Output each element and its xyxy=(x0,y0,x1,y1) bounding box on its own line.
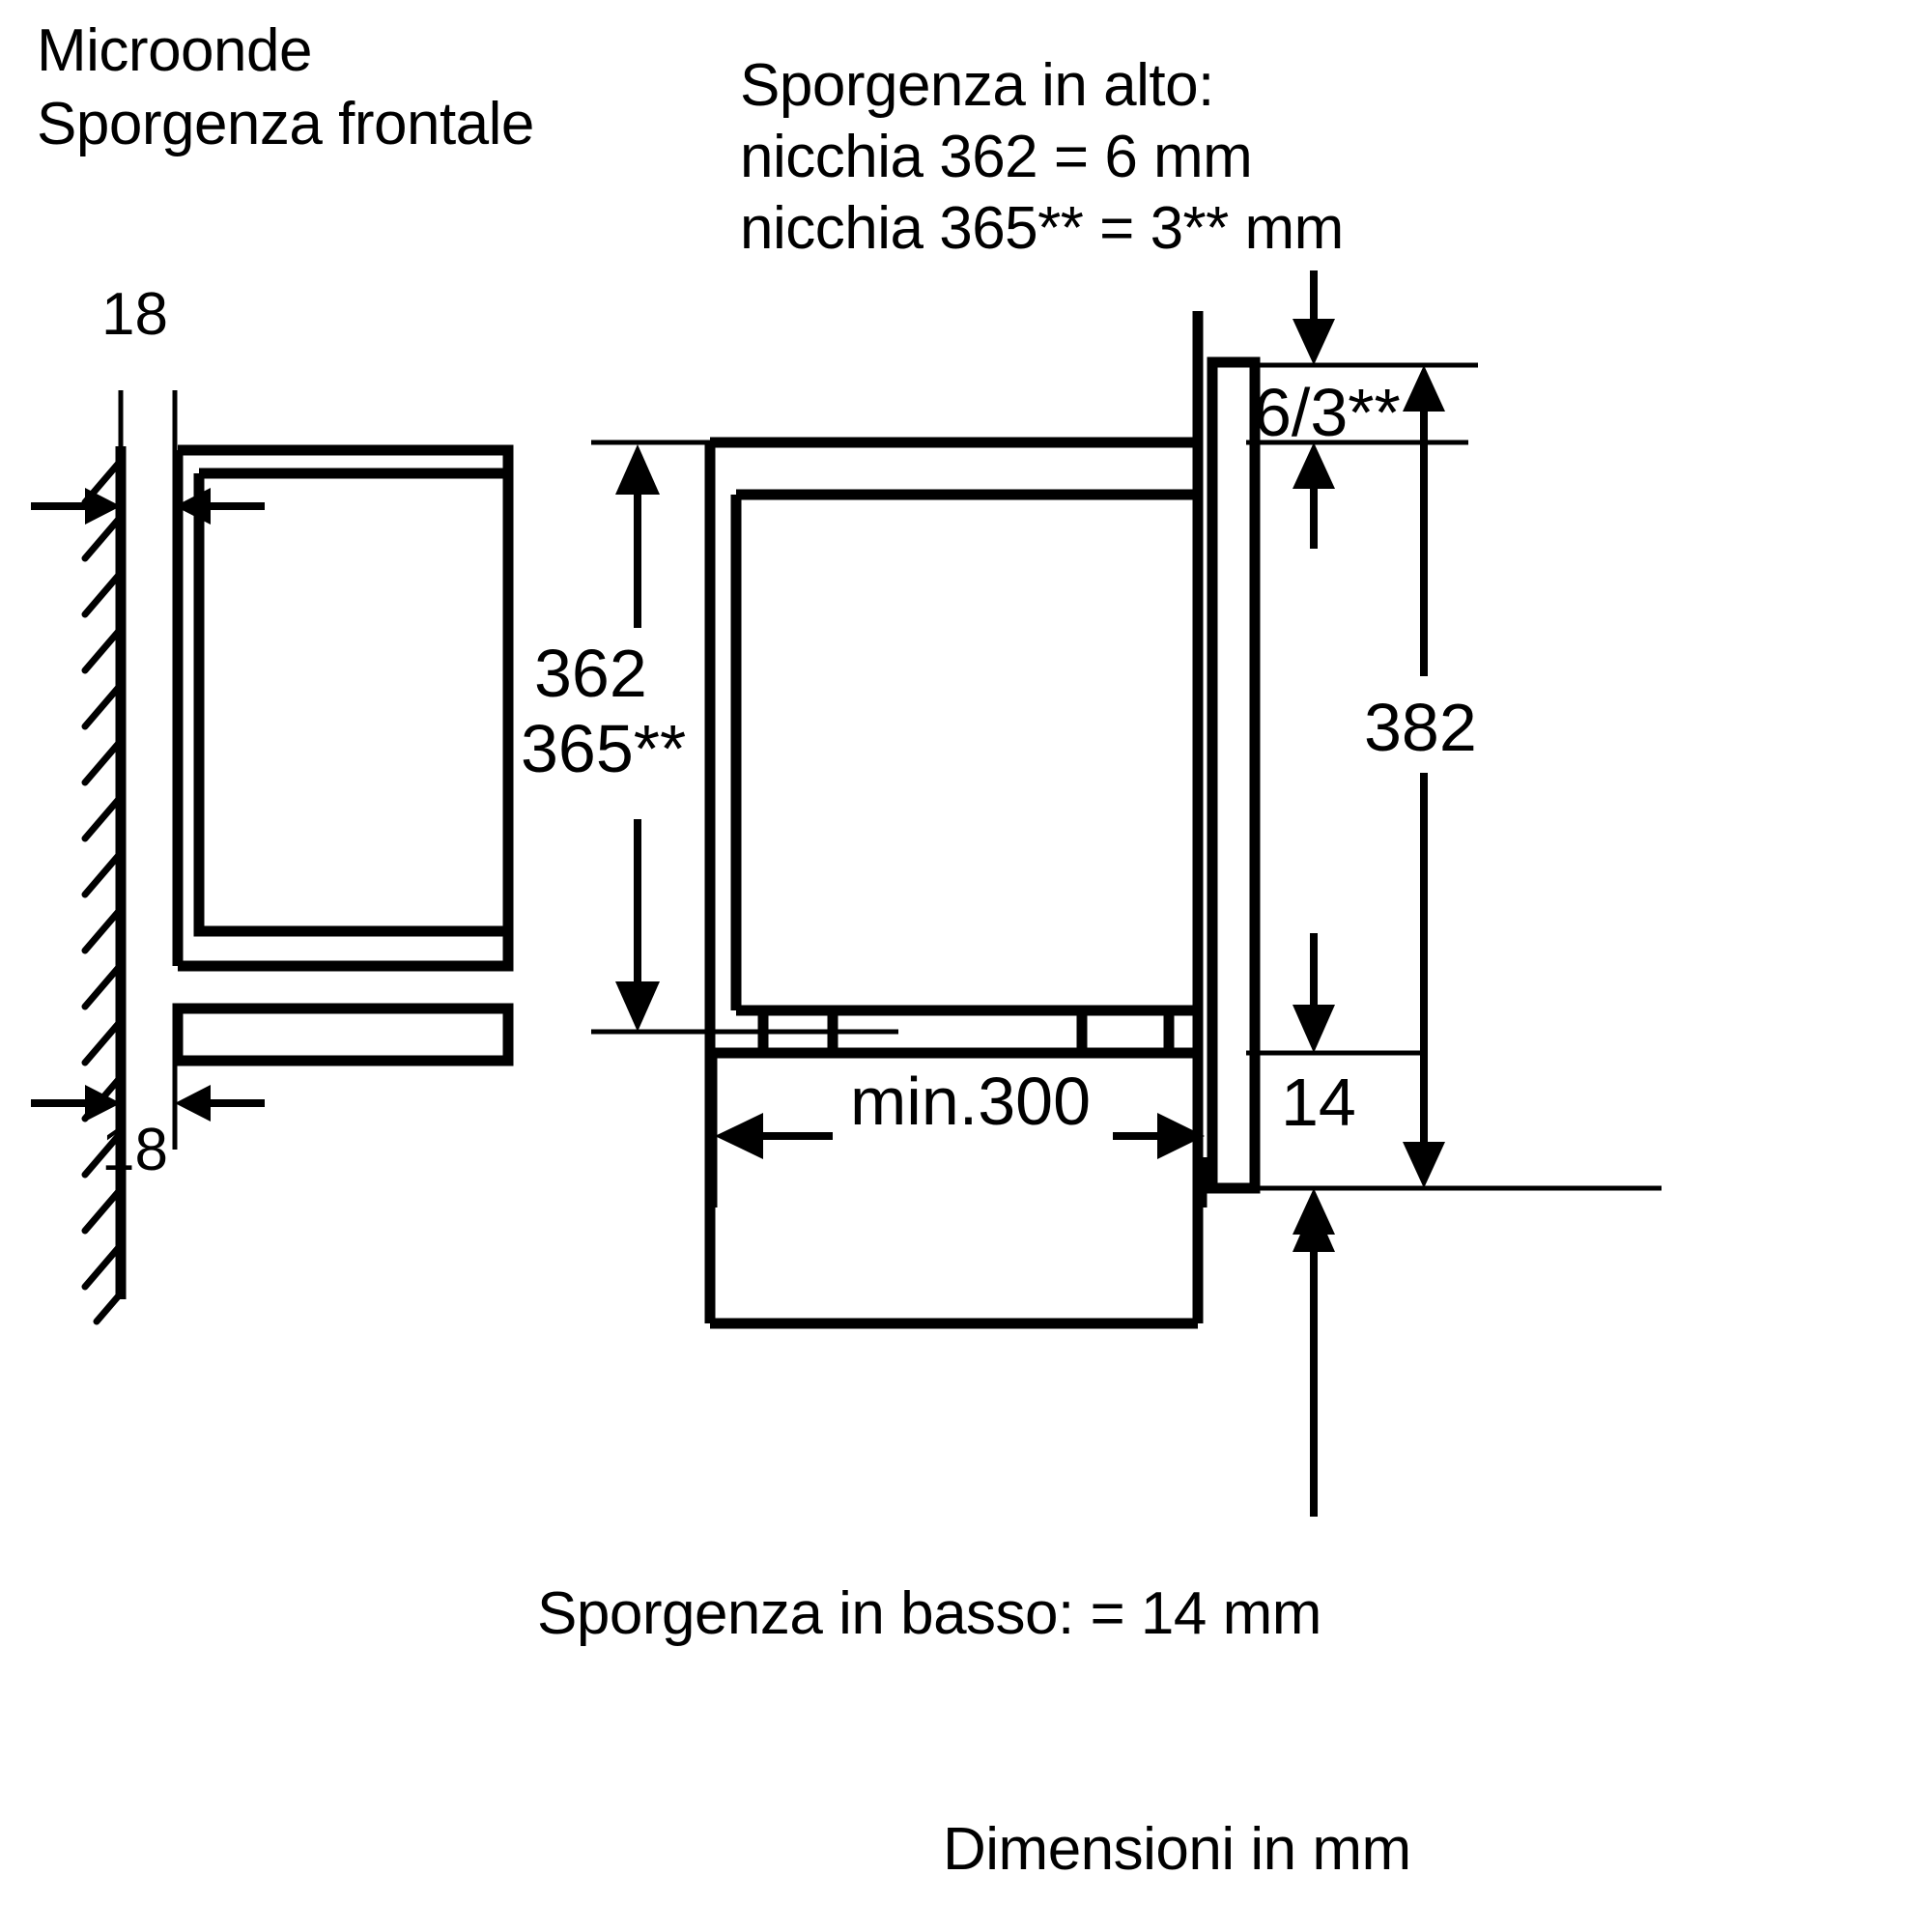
top-projection-note-line2: nicchia 362 = 6 mm xyxy=(740,124,1253,190)
left-view-group xyxy=(31,390,514,1325)
footnote-units: Dimensioni in mm xyxy=(943,1816,1411,1883)
dim-overall-height-label: 382 xyxy=(1364,690,1477,765)
dim-arrowhead-niche-up xyxy=(615,444,660,495)
page-title-line2: Sporgenza frontale xyxy=(37,91,534,157)
top-projection-note-line3: nicchia 365** = 3** mm xyxy=(740,195,1344,262)
dim-bottom-projection-label: 14 xyxy=(1281,1065,1356,1140)
page-title-line1: Microonde xyxy=(37,17,312,84)
dim-arrowhead-382-down xyxy=(1403,1142,1445,1188)
overall-height-dimension-group xyxy=(1246,365,1662,1191)
dim-arrowhead-min300-left xyxy=(715,1113,763,1159)
dim-front-gap-bottom-label: 18 xyxy=(101,1117,168,1183)
appliance-outer-outline-top xyxy=(178,444,514,972)
dim-arrowhead-min300-right xyxy=(1157,1113,1205,1159)
niche-height-dimension-group xyxy=(591,440,898,1035)
footnote-bottom-projection: Sporgenza in basso: = 14 mm xyxy=(537,1580,1321,1647)
dim-arrowhead-382-up xyxy=(1403,365,1445,412)
dim-niche-height-line2: 365** xyxy=(521,711,687,786)
appliance-door-panel xyxy=(1207,356,1261,1194)
appliance-inner-panel-outline xyxy=(193,473,508,937)
dim-top-projection-label: 6/3** xyxy=(1254,375,1401,450)
top-projection-dimension-group xyxy=(1246,270,1478,549)
appliance-feet-group xyxy=(710,1010,1201,1059)
dim-front-gap-top-label: 18 xyxy=(101,281,168,348)
bottom-note-callout-group xyxy=(1293,1204,1335,1517)
dim-arrowhead-14-down xyxy=(1293,1005,1335,1053)
dim-arrowhead-top-left xyxy=(85,488,121,525)
callout-arrowhead-bottom-note xyxy=(1293,1204,1335,1252)
callout-arrowhead-top-projection xyxy=(1293,319,1335,365)
dim-min-depth-label: min.300 xyxy=(850,1064,1092,1139)
dim-niche-height-line1: 362 xyxy=(534,636,647,711)
dim-arrowhead-niche-down xyxy=(615,981,660,1032)
side-view-group xyxy=(704,311,1261,1329)
dim-arrowhead-bottom-left xyxy=(85,1085,121,1122)
wall-hatching xyxy=(81,458,124,1325)
dim-arrowhead-bottom-right xyxy=(175,1085,211,1122)
appliance-bottom-bar xyxy=(172,1003,514,1066)
min-depth-dimension-group xyxy=(712,1053,1208,1208)
dim-arrowhead-top-projection-up xyxy=(1293,442,1335,489)
bottom-projection-dimension-group xyxy=(1246,933,1428,1285)
top-projection-note-line1: Sporgenza in alto: xyxy=(740,52,1214,119)
